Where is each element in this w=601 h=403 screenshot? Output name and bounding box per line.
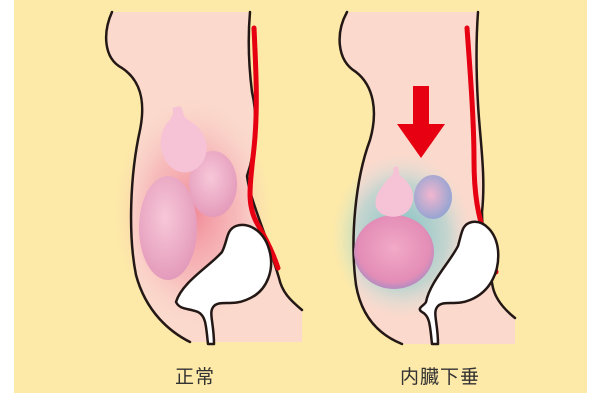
normal-torso	[106, 12, 302, 344]
normal-intestine-organ	[139, 176, 197, 280]
visceroptosis-label: 内臓下垂	[370, 362, 510, 389]
normal-label: 正常	[125, 362, 265, 389]
ptosis-colon-organ	[414, 175, 452, 219]
ptosis-torso	[332, 12, 515, 344]
ptosis-intestine-organ	[354, 215, 434, 289]
